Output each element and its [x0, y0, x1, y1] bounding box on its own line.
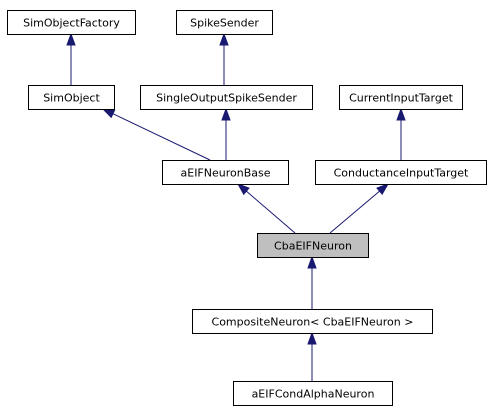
arrowhead-icon [307, 255, 317, 269]
class-node-conductance-input-target[interactable]: ConductanceInputTarget [315, 160, 487, 185]
class-label: SpikeSender [190, 17, 259, 30]
arrowhead-icon [219, 32, 229, 46]
class-label: SimObject [43, 92, 100, 105]
class-label: SingleOutputSpikeSender [156, 92, 297, 105]
class-box [28, 85, 115, 110]
class-node-composite-neuron[interactable]: CompositeNeuron< CbaEIFNeuron > [192, 309, 433, 334]
arrowhead-icon [66, 32, 76, 46]
arrowhead-icon [101, 108, 116, 119]
class-label: CompositeNeuron< CbaEIFNeuron > [212, 316, 414, 329]
arrowhead-icon [221, 107, 231, 121]
class-box [315, 160, 487, 185]
class-node-cba-eifneuron: CbaEIFNeuron [257, 233, 369, 258]
class-label: aEIFCondAlphaNeuron [252, 388, 375, 401]
class-label: ConductanceInputTarget [334, 167, 469, 180]
inheritance-edge-cba-eifneuron-to-a-eifneuron-base [246, 190, 296, 234]
class-box [339, 85, 463, 110]
class-node-single-output-spike-sender[interactable]: SingleOutputSpikeSender [140, 85, 313, 110]
arrowhead-icon [396, 107, 406, 121]
class-box [7, 10, 136, 35]
class-box [176, 10, 273, 35]
class-box [257, 233, 369, 258]
class-node-sim-object-factory[interactable]: SimObjectFactory [7, 10, 136, 35]
class-node-spike-sender[interactable]: SpikeSender [176, 10, 273, 35]
inheritance-edge-cba-eifneuron-to-conductance-input-target [329, 190, 380, 234]
class-box [233, 381, 393, 406]
class-label: aEIFNeuronBase [181, 167, 271, 180]
class-label: CurrentInputTarget [349, 92, 454, 105]
class-node-a-eifneuron-base[interactable]: aEIFNeuronBase [162, 160, 289, 185]
arrowhead-icon [376, 183, 390, 196]
edges [66, 32, 406, 381]
arrowhead-icon [307, 331, 317, 345]
class-box [140, 85, 313, 110]
inheritance-edge-a-eifneuron-base-to-sim-object [112, 113, 211, 161]
class-node-current-input-target[interactable]: CurrentInputTarget [339, 85, 463, 110]
class-label: SimObjectFactory [23, 17, 120, 30]
arrowhead-icon [236, 183, 250, 196]
class-node-sim-object[interactable]: SimObject [28, 85, 115, 110]
class-label: CbaEIFNeuron [274, 240, 352, 253]
class-box [162, 160, 289, 185]
class-node-a-eifcond-alpha-neuron[interactable]: aEIFCondAlphaNeuron [233, 381, 393, 406]
class-box [192, 309, 433, 334]
